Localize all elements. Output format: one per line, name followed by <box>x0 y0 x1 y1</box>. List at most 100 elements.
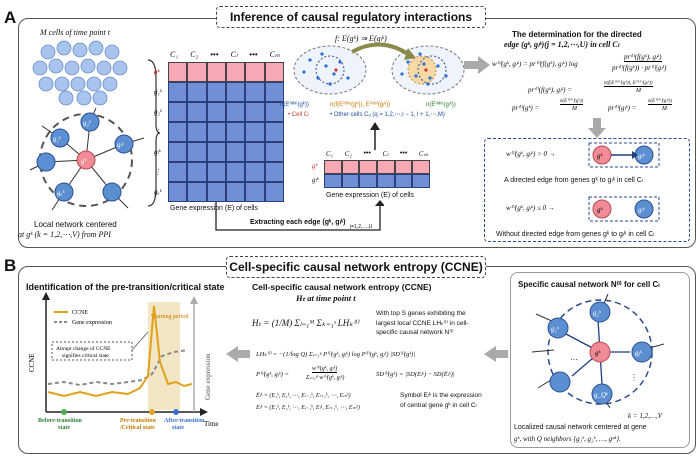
other-cell-point <box>422 62 426 66</box>
local-node-center: gᵏ <box>81 157 88 165</box>
net-node-gj: gⱼᵏ <box>635 349 643 357</box>
other-cell-point <box>436 64 440 68</box>
other-cell-point <box>426 82 430 86</box>
up-arrow <box>370 122 380 150</box>
net-node-gq: g_Qᵏ <box>594 391 609 399</box>
net-node-center: gᵏ <box>595 349 602 357</box>
panel-b-title: Cell-specific causal network entropy (CC… <box>226 256 486 278</box>
mapping-label: f: E(gᵏ) ⇒ E(gₗᵏ) <box>335 34 387 43</box>
det-title-2: edge (gᵏ, gₗᵏ)(j = 1,2,⋯,U) in cell Cₗ <box>504 40 619 49</box>
small-matrix-cell <box>341 174 360 188</box>
other-cell-point <box>316 76 320 80</box>
matrix-cell <box>245 122 265 142</box>
local-net-caption-2: at gᵏ (k = 1,2,⋯,V) from PPI <box>18 230 111 239</box>
gray-arrow-left-2 <box>484 346 508 362</box>
matrix-row-header: gᵏ <box>154 68 160 76</box>
ccne-chart: Warning period CCNE Gene expression Abru… <box>28 292 219 431</box>
other-cell-point <box>328 82 332 86</box>
panel-b-letter: B <box>4 256 17 275</box>
matrix-cell <box>168 62 188 82</box>
noedge-node-gk: gᵏ <box>597 206 604 214</box>
nn-scatter <box>293 42 465 95</box>
state-2-l1: Pre-transition <box>120 418 157 424</box>
matrix-cell <box>264 182 284 202</box>
matrix-cell <box>264 62 284 82</box>
matrix-cell <box>245 182 265 202</box>
small-matrix-cell <box>359 160 377 174</box>
matrix-cell <box>168 102 188 122</box>
matrix-caption: Gene expression (E) of cells <box>170 205 258 212</box>
nn-label-2: n(f(E⁽ᴺᴺ⁾(gᵏ)), E⁽ᴺᴺ⁾(gₗᵏ)) <box>330 102 391 108</box>
cond-neg-caption: Without directed edge from genes gᵏ to g… <box>496 231 655 238</box>
other-cell-point <box>346 76 350 80</box>
small-row-gkj: gₗᵏ <box>312 176 319 184</box>
ccne-title-1: Cell-specific causal network entropy (CC… <box>252 282 432 292</box>
matrix-cell <box>168 122 188 142</box>
matrix-cell <box>264 142 284 162</box>
matrix-cell <box>168 162 188 182</box>
p-eq-num: w⁽ˡ⁾(gᵏ, gⱼᵏ) <box>312 366 338 373</box>
local-network: g₁ᵏ g₂ᵏ gᵏ gₗᵏ gᵤᵏ <box>29 107 145 211</box>
matrix-row-header: ⋮ <box>154 128 161 136</box>
matrix-cell <box>206 102 226 122</box>
noedge-node-gkj: gₗᵏ <box>638 206 646 214</box>
matrix-col-header: Cₘ <box>269 50 280 59</box>
matrix-cell <box>264 162 284 182</box>
matrix-cell <box>206 62 226 82</box>
other-cell-point <box>400 72 404 76</box>
small-expression-matrix <box>324 160 430 188</box>
direction-box <box>484 138 690 242</box>
matrix-col-header: Cₗ <box>230 50 238 59</box>
other-cell-point <box>338 60 342 64</box>
ge-line <box>47 349 189 387</box>
cells-caption: M cells of time point t <box>40 28 110 37</box>
matrix-col-header: C₂ <box>190 50 199 59</box>
matrix-cell <box>264 102 284 122</box>
matrix-cell <box>187 102 207 122</box>
matrix-cell <box>187 182 207 202</box>
state-3-l2: state <box>172 425 184 431</box>
small-matrix-cell <box>412 174 430 188</box>
chart-title: Identification of the pre-transition/cri… <box>26 282 225 292</box>
matrix-row-header: gᵤᵏ <box>154 188 162 196</box>
ccne-line <box>47 305 193 398</box>
no-edge-diagram: gᵏ gₗᵏ <box>588 196 660 222</box>
cell-population <box>32 40 128 106</box>
y-label-left: CCNE <box>28 353 36 372</box>
small-col-header: C₁ <box>326 150 334 158</box>
e-full-def: Eₗᵏ = (E₁ᵏ, E₂ᵏ, ⋯, Eₗ₋₁ᵏ, Eₗᵏ, Eₗ₊₁ᵏ, ⋯… <box>256 405 360 411</box>
cond-pos-caption: A directed edge from genes gᵏ to gₗᵏ in … <box>504 177 643 184</box>
eq3-num: n(E⁽ᴺᴺ⁾(gᵏ)) <box>560 99 584 105</box>
eq3b-left: pr⁽ˡ⁾(gₗᵏ) = <box>608 104 637 112</box>
small-col-header: ••• <box>399 150 408 157</box>
extract-connector <box>215 200 384 231</box>
net-node-g1: g₁ᵏ <box>551 325 560 333</box>
gray-arrow-right <box>464 56 490 74</box>
net-caption-1: Localized causal network centered at gen… <box>514 424 647 431</box>
matrix-cell <box>206 142 226 162</box>
state-dot-3 <box>173 409 179 415</box>
matrix-cell <box>168 82 188 102</box>
state-2-l2: /Critical state <box>119 425 155 431</box>
abrupt-text-2: signifies critical state <box>62 352 109 359</box>
brace <box>147 59 160 207</box>
cell-l-point <box>334 68 338 72</box>
lh-equation: LHₖ⁽ˡ⁾ = −(1/log Q) Σⱼ₌₁ᵠ P⁽ˡ⁾(gᵏ, gⱼᵏ) … <box>256 351 416 358</box>
warning-label: Warning period <box>151 314 188 320</box>
other-cell-point <box>302 70 306 74</box>
matrix-cell <box>206 162 226 182</box>
matrix-cell <box>226 102 246 122</box>
symbol-note-1: Symbol Eₗᵏ is the expression <box>400 392 482 399</box>
state-1-l1: Before-transition <box>38 418 83 424</box>
small-matrix-caption: Gene expression (E) of cells <box>326 192 414 199</box>
small-col-header: C₂ <box>344 150 352 158</box>
eq3b-num: n(E⁽ᴺᴺ⁾(gₗᵏ)) <box>648 99 672 105</box>
small-col-header: Cₗ <box>382 150 389 158</box>
other-cell-point <box>308 58 312 62</box>
legend-ccne: CCNE <box>72 310 88 316</box>
y-label-right: Gene expression <box>204 353 212 400</box>
local-node-gu: gᵤᵏ <box>57 189 66 197</box>
ht-note-1: With top S genes exhibiting the <box>376 310 466 317</box>
matrix-cell <box>226 62 246 82</box>
p-eq-left: P⁽ˡ⁾(gᵏ, gⱼᵏ) = <box>256 371 289 378</box>
